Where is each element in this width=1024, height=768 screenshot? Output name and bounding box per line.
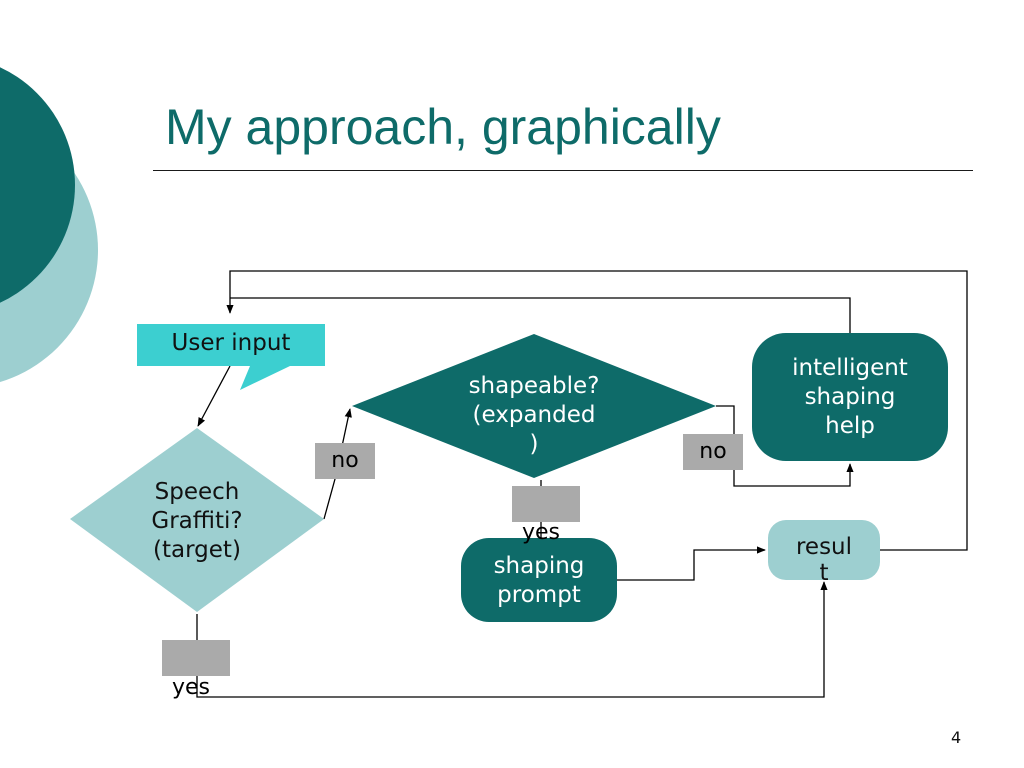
result-label: resul t [795,534,853,587]
no-tag-speech: no [315,443,375,479]
shaping-prompt-label: shaping prompt [493,553,585,608]
loop-line-inner [230,297,851,333]
dark-circle-decoration [0,67,75,303]
yes-tag-shapeable-box [512,486,580,522]
arrow-no-to-shapeable [323,408,352,520]
yes-tag-speech-box [162,640,230,676]
yes-tag-speech-text: yes [172,675,211,700]
shapeable-diamond [352,334,716,478]
arrow-input-to-speech [197,365,231,427]
title-divider [153,170,973,171]
loop-arrow-outer [226,270,968,551]
arrow-prompt-to-result [617,546,766,581]
slide-title: My approach, graphically [165,99,721,155]
shaping-prompt-box [461,538,617,622]
decorative-circles [0,67,98,383]
shapeable-label: shapeable? (expanded ) [468,373,600,457]
arrow-no-to-help [716,405,854,487]
page-number: 4 [951,728,962,747]
yes-tag-shapeable-text: yes [522,520,561,545]
no-tag-shapeable: no [683,434,743,470]
intelligent-help-box [752,333,948,461]
intelligent-help-label: intelligent shaping help [792,355,908,439]
user-input-callout [137,324,325,390]
speech-graffiti-label: Speech Graffiti? (target) [151,479,243,563]
speech-graffiti-diamond [70,428,324,612]
user-input-label: User input [171,330,291,356]
result-box [768,520,880,580]
